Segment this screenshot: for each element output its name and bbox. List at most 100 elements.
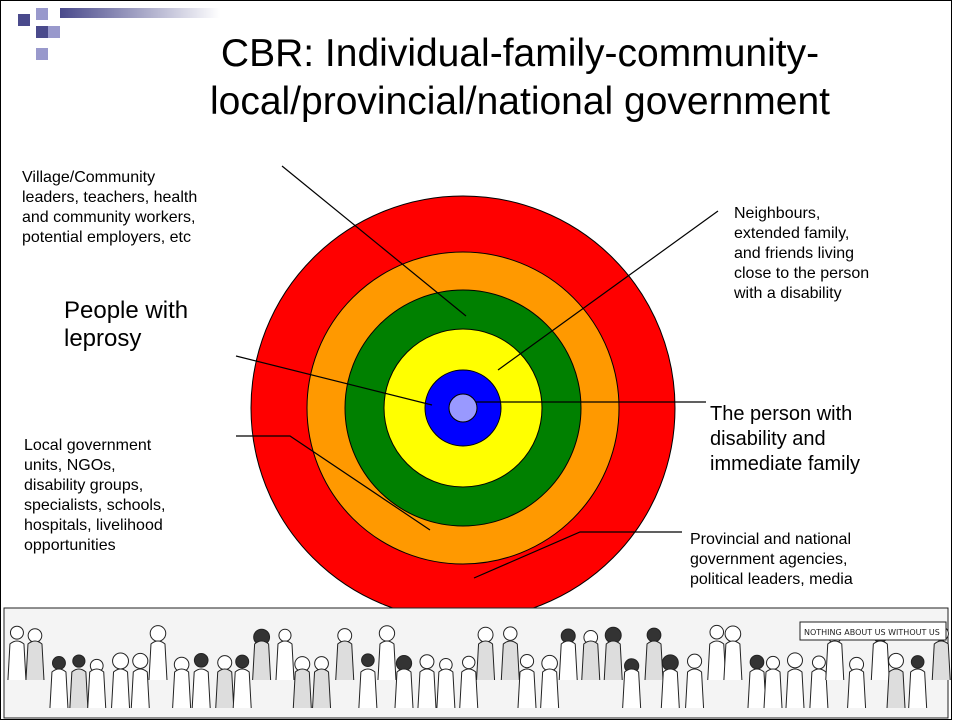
crowd-figure-body <box>809 668 829 709</box>
crowd-figure-head <box>661 654 679 672</box>
crowd-figure-body <box>517 668 537 709</box>
crowd-figure-body <box>581 640 601 681</box>
crowd-figure-body <box>191 668 211 709</box>
crowd-figure-head <box>910 655 925 669</box>
leader-line-village <box>281 165 467 317</box>
corner-square <box>36 48 48 60</box>
crowd-figure-body <box>540 668 560 709</box>
crowd-figure-body <box>69 668 89 709</box>
crowd-figure-body <box>558 640 578 681</box>
crowd-figure-body <box>417 668 437 709</box>
crowd-figure-head <box>462 655 476 670</box>
crowd-figure-body <box>215 668 235 709</box>
crowd-figure-body <box>232 668 252 709</box>
slide-title: CBR: Individual-family-community- local/… <box>140 30 900 126</box>
corner-square <box>48 26 60 38</box>
label-local-government: Local government units, NGOs, disability… <box>24 437 166 554</box>
crowd-figure-head <box>278 628 292 642</box>
crowd-figure-body <box>685 668 705 709</box>
crowd-figure-head <box>709 624 725 640</box>
crowd-figure-body <box>847 668 867 709</box>
crowd-figure-body <box>25 640 45 681</box>
crowd-figure-head <box>503 626 518 641</box>
crowd-figure-body <box>886 668 906 709</box>
crowd-figure-body <box>49 668 69 709</box>
crowd-figure-body <box>870 640 890 681</box>
crowd-figure-head <box>193 652 209 668</box>
crowd-figure-head <box>235 654 250 669</box>
corner-square <box>36 26 48 38</box>
crowd-figure-head <box>477 626 494 643</box>
corner-square <box>18 14 30 26</box>
crowd-figure-body <box>130 668 150 709</box>
crowd-figure-head <box>888 652 904 669</box>
leader-line-neighbours <box>497 210 719 371</box>
crowd-figure-head <box>132 652 149 669</box>
label-person-with-disability: The person with disability and immediate… <box>710 403 861 475</box>
crowd-figure-head <box>687 653 703 669</box>
crowd-figure-body <box>644 640 664 681</box>
crowd-figure-head <box>766 655 781 670</box>
crowd-figure-head <box>378 625 396 642</box>
title-line-1: CBR: Individual-family-community- <box>220 32 820 75</box>
crowd-figure-body <box>931 640 951 681</box>
crowd-figure-head <box>749 654 765 670</box>
label-village-community: Village/Community leaders, teachers, hea… <box>22 169 198 246</box>
crowd-figure-body <box>394 668 414 709</box>
crowd-figure-head <box>9 625 24 640</box>
banner-sign <box>799 621 947 641</box>
crowd-figure-body <box>500 640 520 681</box>
crowd-figure-head <box>646 627 662 643</box>
crowd-figure-head <box>519 654 535 669</box>
crowd-figure-head <box>51 656 66 670</box>
crowd-figure-head <box>787 652 803 669</box>
crowd-figure-body <box>763 668 783 709</box>
crowd-figure-body <box>436 668 456 709</box>
crowd-figure-head <box>361 653 375 667</box>
crowd-figure-body <box>825 640 845 681</box>
crowd-figure-head <box>724 625 742 643</box>
crowd-figure-head <box>72 654 86 668</box>
crowd-figure-body <box>707 640 727 681</box>
crowd-figure-head <box>314 656 329 671</box>
corner-gradient-bar <box>60 8 220 18</box>
crowd-figure-body <box>275 640 295 681</box>
leader-line-provincial <box>473 531 682 579</box>
crowd-figure-head <box>419 654 435 670</box>
label-people-with-leprosy: People with leprosy <box>64 297 189 352</box>
leader-line-leprosy <box>235 355 433 406</box>
crowd-figure-body <box>747 668 767 709</box>
crowd-figure-body <box>252 640 272 681</box>
crowd-figure-body <box>459 668 479 709</box>
label-neighbours: Neighbours, extended family, and friends… <box>734 205 870 302</box>
crowd-figure-body <box>335 640 355 681</box>
crowd-figure-body <box>7 640 27 681</box>
crowd-figure-head <box>337 628 353 643</box>
crowd-figure-body <box>111 668 131 709</box>
crowd-figures <box>7 624 951 709</box>
crowd-figure-body <box>660 668 680 709</box>
crowd-figure-body <box>908 668 928 709</box>
crowd-figure-body <box>292 668 312 709</box>
label-provincial-national: Provincial and national government agenc… <box>690 531 853 588</box>
ring-person-core <box>448 393 478 423</box>
crowd-figure-body <box>87 668 107 709</box>
crowd-figure-body <box>603 640 623 681</box>
corner-square <box>36 8 48 20</box>
crowd-figure-head <box>217 655 233 671</box>
crowd-figure-body <box>148 640 168 681</box>
banner-sign-text: NOTHING ABOUT US WITHOUT US <box>804 628 940 637</box>
crowd-figure-body <box>785 668 805 709</box>
crowd-figure-body <box>358 668 378 709</box>
crowd-figure-head <box>149 625 167 642</box>
crowd-figure-body <box>312 668 332 709</box>
crowd-figure-body <box>377 640 397 681</box>
crowd-figure-body <box>622 668 642 709</box>
crowd-figure-body <box>172 668 192 709</box>
leader-line-local-gov <box>236 435 431 531</box>
crowd-figure-body <box>476 640 496 681</box>
crowd-figure-head <box>811 655 826 670</box>
